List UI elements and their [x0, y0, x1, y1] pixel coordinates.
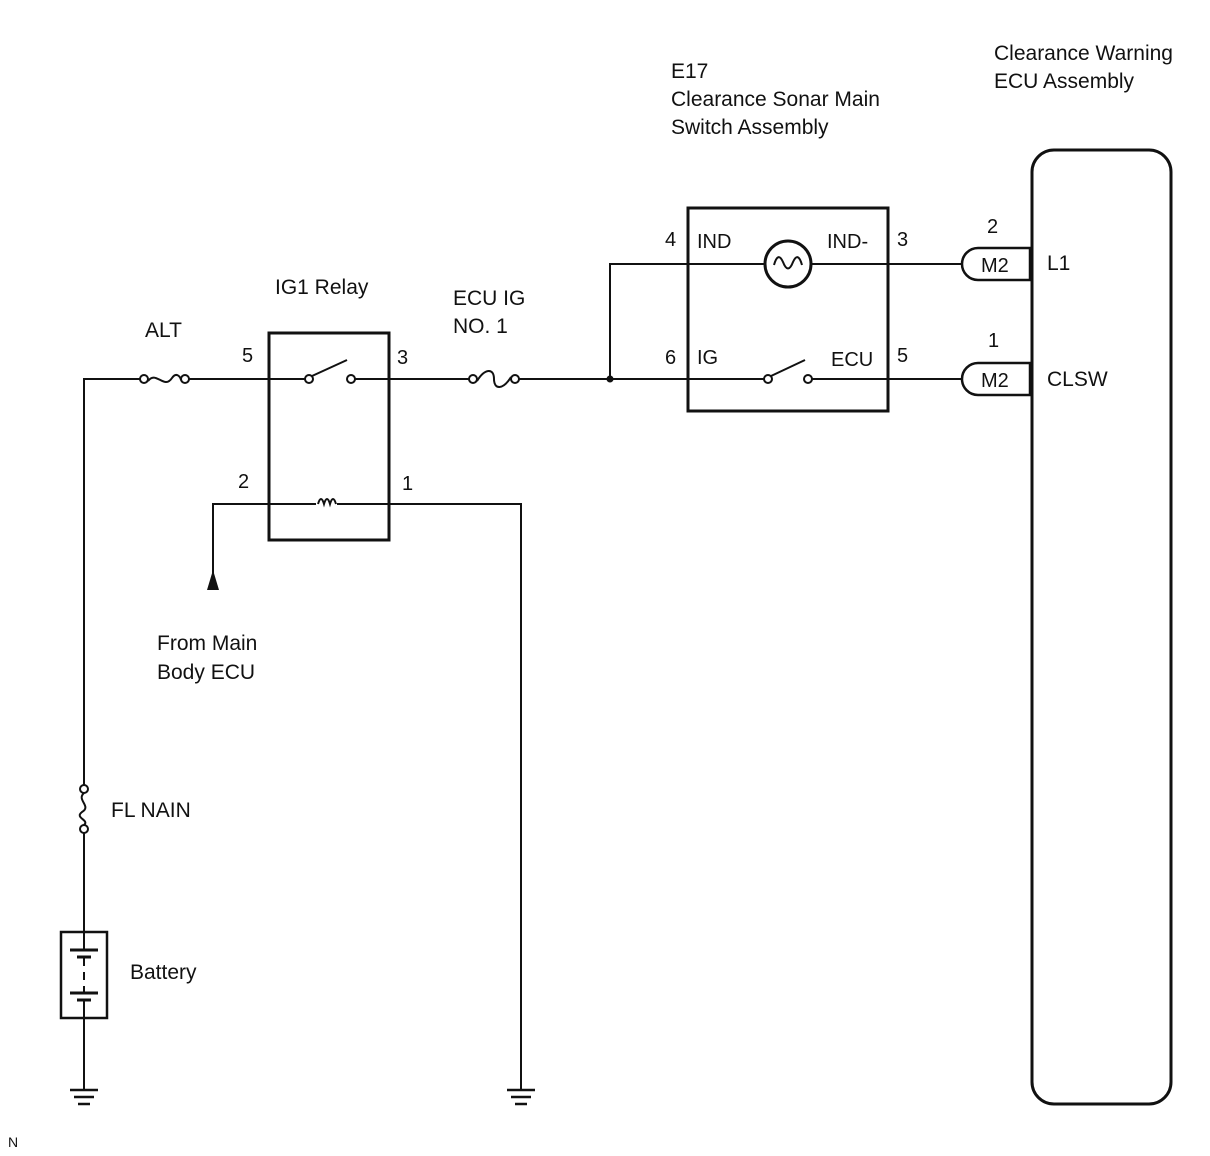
- switch-pin-indneg-number: 3: [897, 229, 908, 251]
- switch-pin-indneg-label: IND-: [827, 231, 868, 253]
- switch-title-line1: Clearance Sonar Main: [671, 88, 880, 111]
- switch-pin-ecu-number: 5: [897, 345, 908, 367]
- from-main-body-line1: From Main: [157, 632, 257, 655]
- alt-fuse-icon: [139, 373, 190, 384]
- relay-coil-icon: [317, 498, 337, 508]
- connector-pin-number: 1: [988, 330, 999, 352]
- switch-pin-ig-number: 6: [665, 347, 676, 369]
- ecu-ig-fuse-label-line1: ECU IG: [453, 287, 525, 310]
- ground-icon: [70, 1088, 98, 1106]
- ecu-terminal-label: L1: [1047, 252, 1070, 275]
- switch-code: E17: [671, 60, 708, 83]
- fl-main-fuse-label: FL NAIN: [111, 799, 191, 822]
- switch-pin-ig-label: IG: [697, 347, 718, 369]
- relay-pin-3: 3: [397, 347, 408, 369]
- battery-label: Battery: [130, 961, 197, 984]
- ecu-title-line1: Clearance Warning: [994, 42, 1173, 65]
- relay-pin-2: 2: [238, 471, 249, 493]
- alt-fuse-label: ALT: [145, 319, 182, 342]
- relay-title: IG1 Relay: [275, 276, 369, 299]
- fl-main-fuse-icon: [78, 784, 89, 834]
- switch-pin-ind-label: IND: [697, 231, 731, 253]
- up-arrow-icon: [207, 570, 219, 590]
- connector-name: M2: [981, 255, 1009, 277]
- clearance-sonar-main-switch: E17 Clearance Sonar Main Switch Assembly…: [665, 60, 908, 413]
- corner-mark: N: [8, 1134, 18, 1150]
- wire-relay-ground: [389, 503, 522, 1090]
- switch-pin-ecu-label: ECU: [831, 349, 873, 371]
- ig1-relay: IG1 Relay 5 3 2 1: [238, 276, 413, 542]
- ecu-ig-fuse-icon: [468, 370, 520, 388]
- ground-icon: [507, 1088, 535, 1106]
- indicator-lamp-icon: [763, 239, 813, 289]
- main-switch-contact-icon: [763, 359, 813, 384]
- connector-pin-number: 2: [987, 216, 998, 238]
- wire-battery-alt: [83, 378, 140, 785]
- connector-name: M2: [981, 370, 1009, 392]
- from-main-body-line2: Body ECU: [157, 661, 255, 684]
- relay-pin-5: 5: [242, 345, 253, 367]
- battery-icon: [59, 930, 109, 1020]
- switch-title-line2: Switch Assembly: [671, 116, 829, 139]
- switch-body: [686, 206, 890, 413]
- wire-junction-ind: [609, 263, 688, 379]
- relay-contact-icon: [304, 359, 356, 384]
- connector-m2-l1: 2 M2 L1: [960, 216, 1070, 282]
- connector-m2-clsw: 1 M2 CLSW: [960, 330, 1108, 397]
- relay-pin-1: 1: [402, 473, 413, 495]
- ecu-ig-fuse-label-line2: NO. 1: [453, 315, 508, 338]
- relay-body: [267, 331, 391, 542]
- ecu-terminal-label: CLSW: [1047, 368, 1108, 391]
- wiring: [83, 263, 962, 1090]
- ecu-title-line2: ECU Assembly: [994, 70, 1135, 93]
- clearance-warning-ecu: Clearance Warning ECU Assembly: [994, 42, 1173, 1106]
- ecu-body: [1030, 148, 1173, 1106]
- wire-from-main-body: [212, 503, 269, 590]
- switch-pin-ind-number: 4: [665, 229, 676, 251]
